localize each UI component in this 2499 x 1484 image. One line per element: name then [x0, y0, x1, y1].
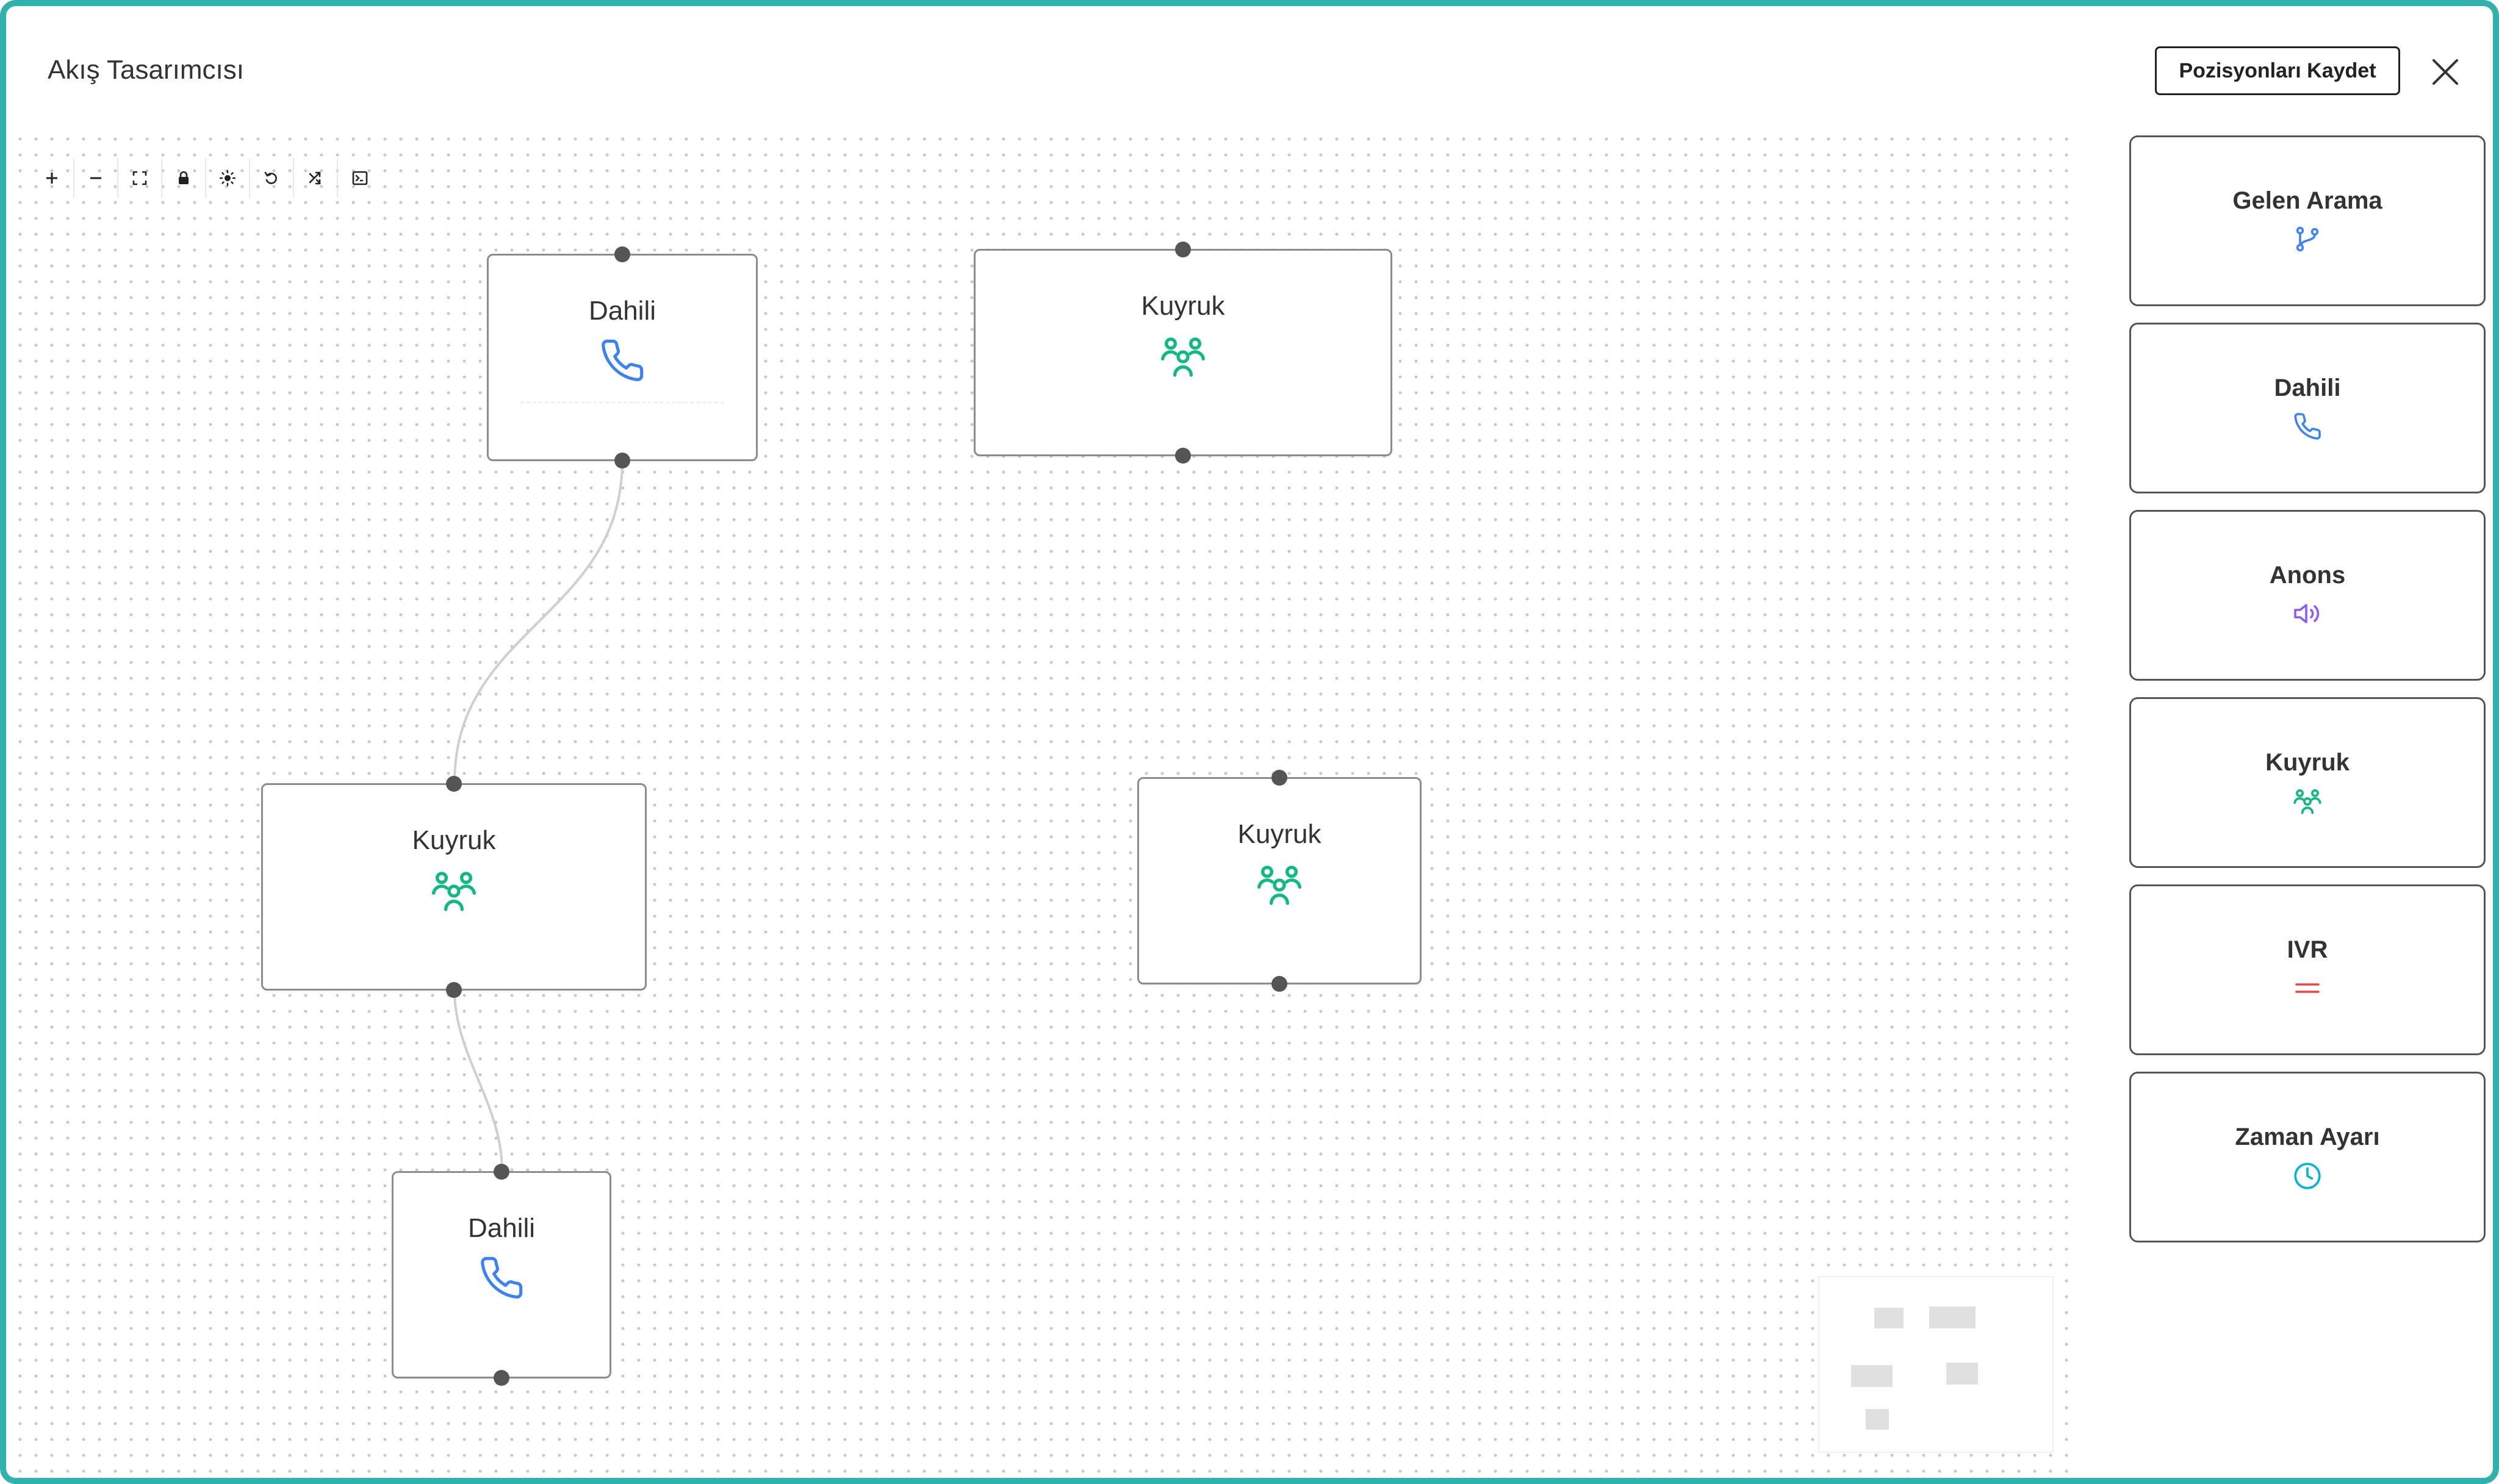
node-output-handle[interactable] [494, 1370, 509, 1386]
palette-item-ivr[interactable]: IVR [2129, 884, 2486, 1055]
node-label: Dahili [467, 1213, 536, 1243]
node-input-handle[interactable] [494, 1164, 509, 1180]
users-icon [2293, 789, 2321, 814]
palette-item-label: IVR [2287, 936, 2328, 963]
palette-item-zaman-ayari[interactable]: Zaman Ayarı [2129, 1072, 2486, 1242]
zoom-in-button[interactable] [31, 159, 74, 198]
shuffle-icon [309, 171, 321, 185]
minimap-node [1866, 1409, 1889, 1430]
git-branch-icon [2296, 226, 2319, 252]
minimap[interactable] [1818, 1276, 2054, 1453]
reset-button[interactable] [250, 159, 294, 198]
flow-node-kuyruk[interactable]: Kuyruk [1137, 770, 1422, 992]
users-icon [1257, 866, 1301, 905]
node-label: Kuyruk [1141, 291, 1225, 321]
sun-icon [219, 170, 236, 187]
palette-item-label: Gelen Arama [2232, 187, 2382, 214]
clock-icon [2294, 1163, 2321, 1189]
palette-item-label: Zaman Ayarı [2235, 1124, 2380, 1150]
zoom-out-button[interactable] [74, 159, 118, 198]
fit-view-button[interactable] [118, 159, 162, 198]
palette-item-label: Anons [2269, 562, 2346, 589]
node-label: Kuyruk [1237, 819, 1321, 849]
save-positions-button[interactable]: Pozisyonları Kaydet [2155, 46, 2400, 95]
node-input-handle[interactable] [1175, 242, 1191, 257]
palette-item-gelen-arama[interactable]: Gelen Arama [2129, 135, 2486, 306]
terminal-icon [352, 171, 368, 185]
flow-node-kuyruk[interactable]: Kuyruk [261, 776, 647, 998]
minus-icon [90, 177, 101, 179]
minimap-node [1851, 1365, 1893, 1387]
flow-node-kuyruk[interactable]: Kuyruk [974, 242, 1392, 464]
palette-item-label: Kuyruk [2265, 749, 2350, 776]
undo-icon [264, 171, 277, 184]
users-icon [432, 872, 476, 911]
palette-item-label: Dahili [2274, 375, 2341, 401]
node-input-handle[interactable] [446, 776, 462, 792]
node-input-handle[interactable] [614, 246, 630, 262]
minimap-node [1946, 1363, 1978, 1385]
console-button[interactable] [338, 159, 382, 198]
node-output-handle[interactable] [614, 453, 630, 468]
palette-item-dahili[interactable]: Dahili [2129, 323, 2486, 493]
node-output-handle[interactable] [446, 982, 462, 998]
flow-node-dahili[interactable]: Dahili [487, 246, 758, 468]
flow-node-dahili[interactable]: Dahili [392, 1164, 611, 1386]
fullscreen-icon [132, 171, 147, 185]
minimap-node [1929, 1307, 1976, 1328]
node-label: Dahili [588, 296, 656, 326]
node-label: Kuyruk [412, 825, 496, 855]
palette-item-kuyruk[interactable]: Kuyruk [2129, 697, 2486, 868]
shuffle-button[interactable] [294, 159, 338, 198]
phone-icon [481, 1256, 523, 1299]
close-button[interactable] [2422, 49, 2468, 95]
node-divider [520, 402, 724, 403]
node-output-handle[interactable] [1271, 976, 1287, 992]
lock-button[interactable] [162, 159, 206, 198]
speaker-icon [2294, 604, 2320, 623]
menu-lines-icon [2295, 983, 2320, 993]
node-input-handle[interactable] [1271, 770, 1287, 786]
page-title: Akış Tasarımcısı [48, 55, 244, 85]
minimap-node [1874, 1308, 1904, 1328]
close-icon [2432, 59, 2458, 85]
theme-button[interactable] [206, 159, 250, 198]
lock-icon [179, 171, 189, 184]
plus-icon [46, 173, 57, 184]
palette-item-anons[interactable]: Anons [2129, 510, 2486, 681]
users-icon [1161, 337, 1205, 377]
phone-icon [602, 339, 644, 381]
node-output-handle[interactable] [1175, 448, 1191, 464]
phone-icon [2294, 413, 2321, 440]
canvas-toolbar [31, 159, 382, 198]
